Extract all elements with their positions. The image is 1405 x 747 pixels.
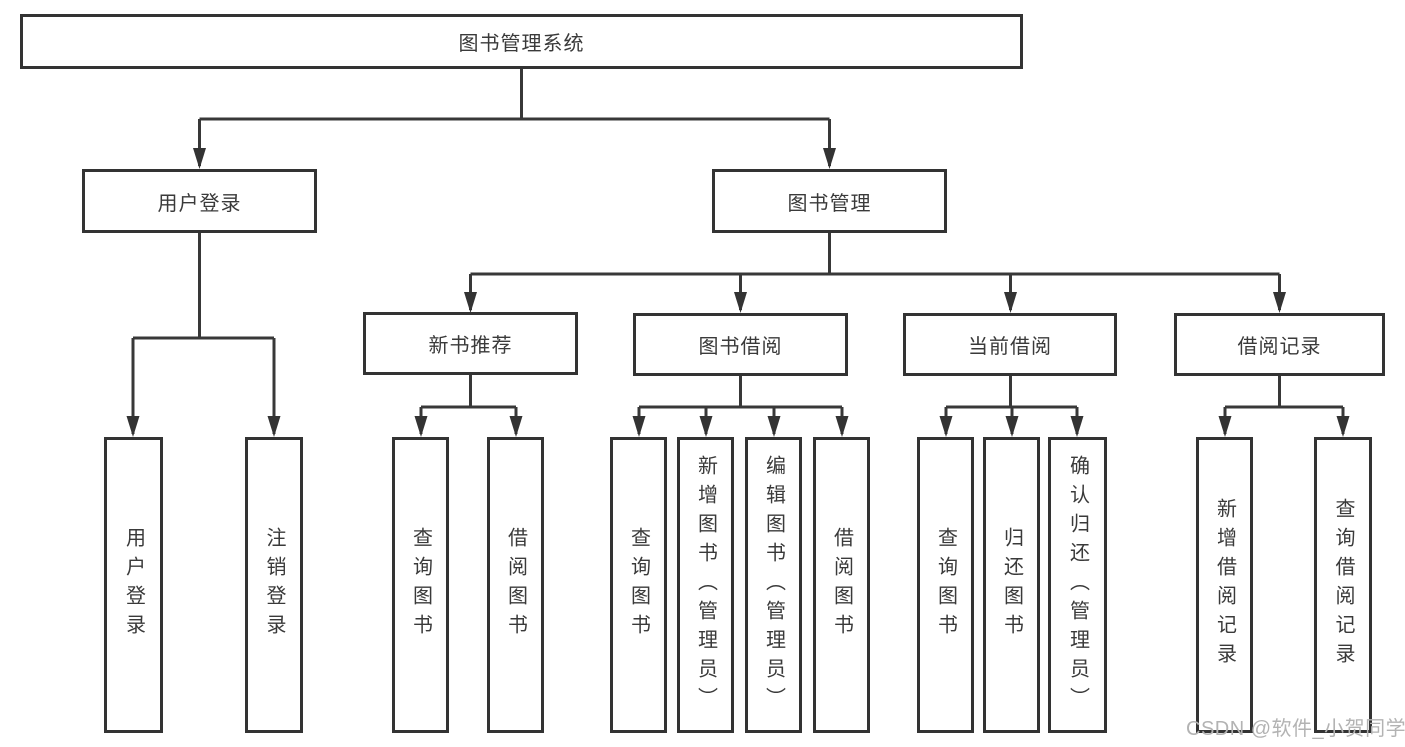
leaf-query-borrow-record: 查询借阅记录 <box>1314 437 1372 733</box>
node-label: 图书借阅 <box>698 336 783 358</box>
node-label: 借阅图书 <box>504 527 527 643</box>
connector-current-to-leaves <box>939 376 1084 437</box>
connector-root-to-level1 <box>193 67 836 169</box>
leaf-query-books-3: 查询图书 <box>917 437 974 733</box>
connector-borrowing-to-leaves <box>632 376 849 437</box>
node-label: 查询图书 <box>409 527 432 643</box>
node-label: 查询图书 <box>934 527 957 643</box>
node-label: 查询图书 <box>627 527 650 643</box>
node-label: 查询借阅记录 <box>1332 498 1354 672</box>
node-label: 新增图书（管理员） <box>694 454 717 716</box>
node-label: 借阅图书 <box>830 527 853 643</box>
node-label: 当前借阅 <box>968 336 1052 358</box>
node-label: 新书推荐 <box>428 335 513 357</box>
connector-userlogin-to-leaves <box>126 232 281 437</box>
leaf-query-books-2: 查询图书 <box>610 437 667 733</box>
node-book-borrowing: 图书借阅 <box>633 313 848 376</box>
node-book-management: 图书管理 <box>712 169 947 233</box>
node-label: 确认归还（管理员） <box>1066 454 1089 716</box>
leaf-borrow-books-2: 借阅图书 <box>813 437 870 733</box>
node-borrowing-records: 借阅记录 <box>1174 313 1385 376</box>
leaf-add-books-admin: 新增图书（管理员） <box>677 437 734 733</box>
node-new-book-recommend: 新书推荐 <box>363 312 578 375</box>
node-label: 图书管理系统 <box>458 33 585 55</box>
node-label: 借阅记录 <box>1237 336 1322 358</box>
leaf-query-books-1: 查询图书 <box>392 437 449 733</box>
leaf-user-login: 用户登录 <box>104 437 163 733</box>
node-user-login: 用户登录 <box>82 169 317 233</box>
connector-bookmgmt-to-level2 <box>464 233 1286 313</box>
node-label: 用户登录 <box>122 527 145 643</box>
node-label: 用户登录 <box>157 192 242 215</box>
node-root-system: 图书管理系统 <box>20 14 1023 69</box>
connector-newbooks-to-leaves <box>414 375 523 437</box>
leaf-return-books: 归还图书 <box>983 437 1040 733</box>
leaf-confirm-return-admin: 确认归还（管理员） <box>1048 437 1107 733</box>
connector-records-to-leaves <box>1218 376 1350 437</box>
node-label: 注销登录 <box>263 527 285 643</box>
node-current-borrowing: 当前借阅 <box>903 313 1117 376</box>
leaf-borrow-books-1: 借阅图书 <box>487 437 544 733</box>
node-label: 归还图书 <box>1000 527 1023 643</box>
leaf-add-borrow-record: 新增借阅记录 <box>1196 437 1253 733</box>
leaf-logout: 注销登录 <box>245 437 303 733</box>
node-label: 新增借阅记录 <box>1213 498 1236 672</box>
csdn-watermark: CSDN @软件_小贺同学 <box>1186 718 1405 740</box>
node-label: 编辑图书（管理员） <box>762 454 785 716</box>
leaf-edit-books-admin: 编辑图书（管理员） <box>745 437 802 733</box>
node-label: 图书管理 <box>787 192 872 215</box>
